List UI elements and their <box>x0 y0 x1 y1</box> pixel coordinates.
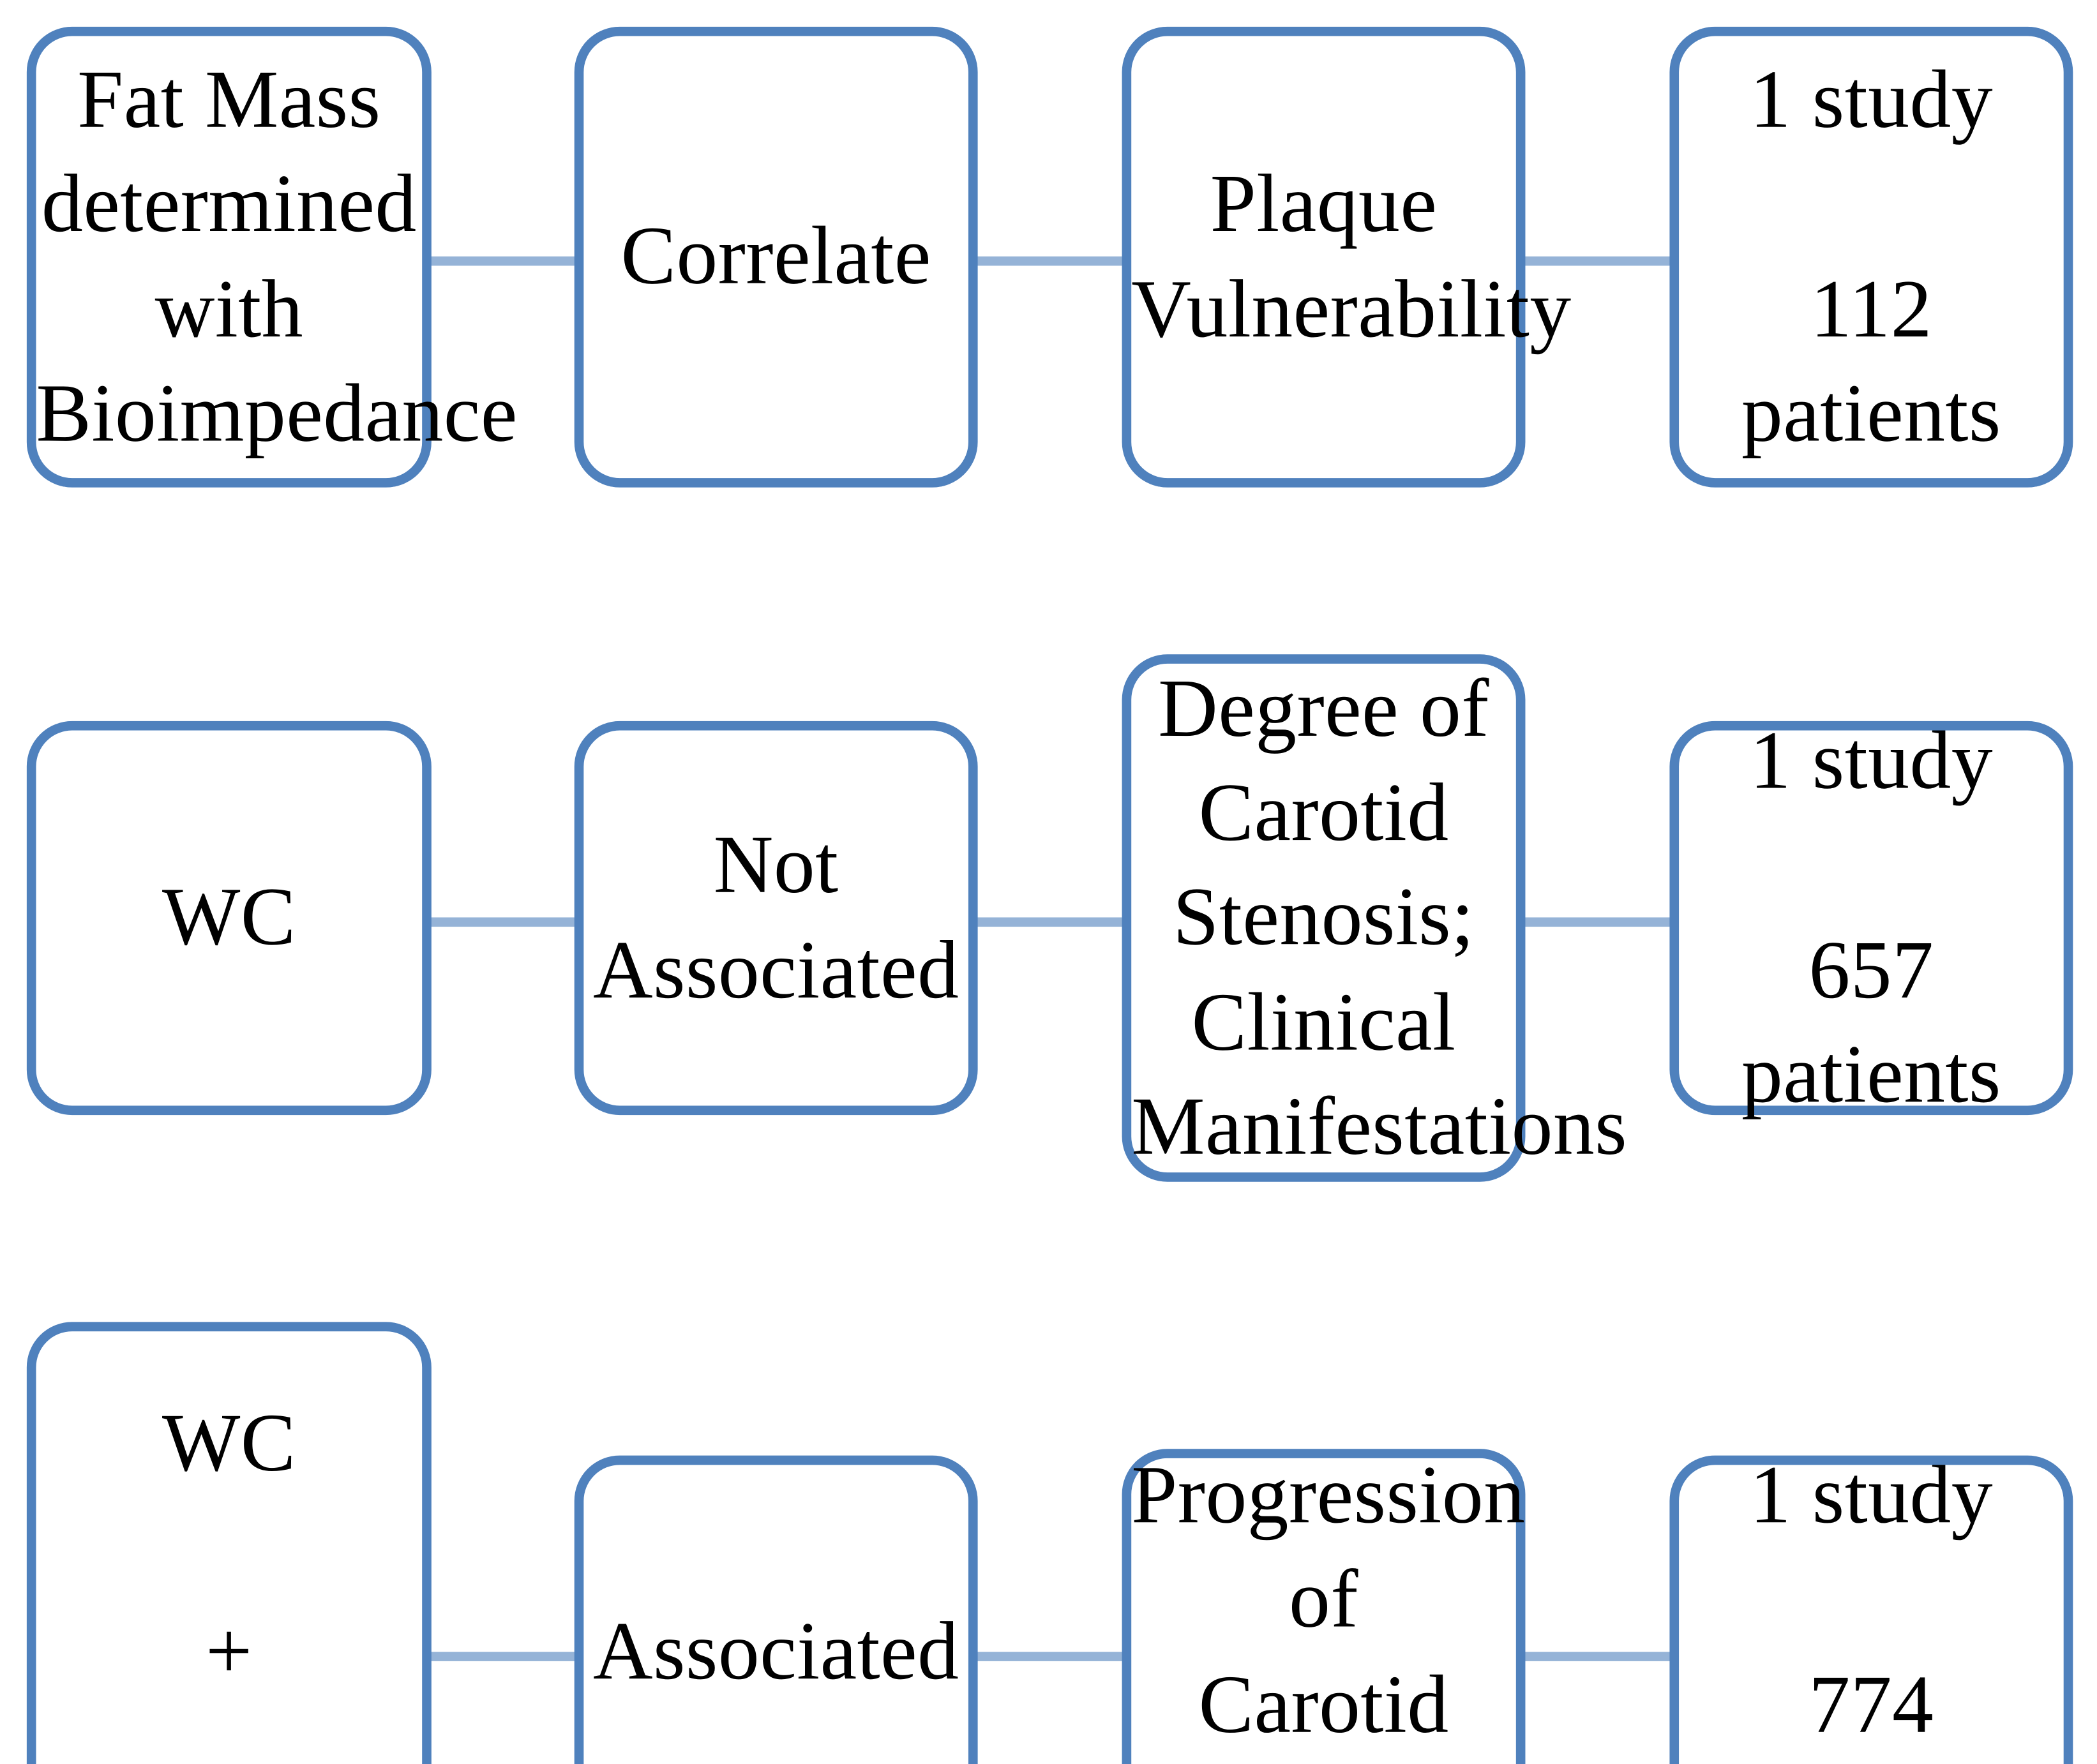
node-r2-evidence-label: 1 study 657 patients <box>1741 716 2001 1120</box>
node-r1-outcome[interactable]: Plaque Vulnerability <box>1122 26 1571 488</box>
node-r1-evidence-label: 1 study 112 patients <box>1741 55 2001 459</box>
node-r2-association-label: Not Associated <box>592 820 959 1016</box>
connector-r1-c1-c2 <box>427 256 578 266</box>
node-r1-measure[interactable]: Fat Mass determined with Bioimpedance <box>26 26 517 488</box>
connector-r2-c3-c4 <box>1520 917 1671 927</box>
node-r2-outcome-label: Degree of Carotid Stenosis; Clinical Man… <box>1131 664 1628 1172</box>
connector-r3-c2-c3 <box>973 1652 1124 1661</box>
connector-r3-c1-c2 <box>427 1652 578 1661</box>
node-r1-measure-label: Fat Mass determined with Bioimpedance <box>36 55 518 459</box>
node-r2-measure[interactable]: WC <box>26 721 432 1116</box>
connector-r1-c3-c4 <box>1520 256 1671 266</box>
node-r1-outcome-label: Plaque Vulnerability <box>1131 159 1572 355</box>
node-r3-evidence-label: 1 study 774 patients <box>1741 1450 2001 1764</box>
node-r2-outcome[interactable]: Degree of Carotid Stenosis; Clinical Man… <box>1122 654 1627 1182</box>
node-r1-association-label: Correlate <box>620 211 931 303</box>
connector-r2-c1-c2 <box>427 917 578 927</box>
node-r3-association-label: Associated <box>592 1607 959 1698</box>
node-r2-evidence[interactable]: 1 study 657 patients <box>1669 716 2073 1120</box>
node-r1-association[interactable]: Correlate <box>574 26 978 488</box>
connector-r3-c3-c4 <box>1520 1652 1671 1661</box>
node-r3-outcome[interactable]: Progression of Carotid Atherosclerosis <box>1122 1449 1650 1764</box>
node-r3-evidence[interactable]: 1 study 774 patients <box>1669 1451 2073 1764</box>
connector-r2-c2-c3 <box>973 917 1124 927</box>
node-r1-evidence[interactable]: 1 study 112 patients <box>1669 26 2073 488</box>
node-r3-measure-label: WC + WHR <box>162 1398 296 1698</box>
node-r2-association[interactable]: Not Associated <box>574 721 978 1116</box>
node-r3-outcome-label: Progression of Carotid Atherosclerosis <box>1131 1450 1650 1764</box>
node-r3-association[interactable]: Associated <box>574 1455 978 1764</box>
node-r2-measure-label: WC <box>162 872 296 964</box>
node-r3-measure[interactable]: WC + WHR <box>26 1322 432 1764</box>
connector-r1-c2-c3 <box>973 256 1124 266</box>
